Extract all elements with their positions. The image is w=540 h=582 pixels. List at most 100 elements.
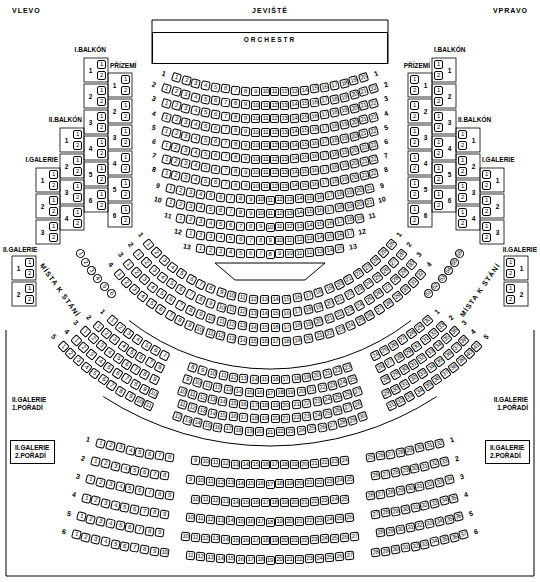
seat-number: 3 bbox=[180, 159, 191, 170]
seat-number: 22 bbox=[295, 555, 304, 564]
seat-number: 16 bbox=[250, 498, 259, 507]
seat-number: 11 bbox=[270, 87, 279, 96]
seat-number: 12 bbox=[220, 459, 230, 469]
seat-number: 14 bbox=[290, 181, 300, 191]
seat-number: 15 bbox=[240, 498, 249, 507]
seat-number: 1 bbox=[73, 156, 82, 165]
seat-number: 6 bbox=[134, 486, 145, 497]
seat-number: 19 bbox=[286, 387, 296, 397]
box-number: 2 bbox=[421, 107, 431, 116]
seat-number: 16 bbox=[310, 125, 320, 135]
seat-number: 13 bbox=[290, 86, 300, 96]
section-name: ORCHESTR bbox=[153, 36, 387, 44]
seat-number: 10 bbox=[180, 531, 190, 541]
seat-number: 12 bbox=[270, 114, 279, 123]
box-number: 2 bbox=[86, 92, 96, 101]
box-number: 3 bbox=[469, 188, 479, 197]
seat-number: 13 bbox=[285, 208, 294, 217]
seat-number: 12 bbox=[171, 411, 182, 422]
seat-number: 20 bbox=[358, 72, 369, 83]
seat-number: 8 bbox=[149, 508, 159, 518]
seat-number: 14 bbox=[290, 140, 300, 150]
box-outline bbox=[36, 194, 60, 218]
seat-number: 7 bbox=[220, 179, 230, 189]
seat-number: 31 bbox=[419, 461, 430, 472]
seat-number: 1 bbox=[434, 164, 443, 173]
seat-number: 10 bbox=[185, 513, 195, 523]
seat-number: 36 bbox=[453, 511, 464, 522]
seat-number: 30 bbox=[390, 544, 400, 554]
seat-number: 2 bbox=[410, 138, 419, 147]
box-outline bbox=[60, 154, 84, 178]
box-outline bbox=[504, 256, 528, 280]
seat-number: 20 bbox=[255, 427, 264, 436]
seat-number: 7 bbox=[220, 125, 230, 135]
seat-number: 7 bbox=[220, 138, 230, 148]
seat-number: 2 bbox=[97, 123, 106, 132]
seat-number: 14 bbox=[290, 154, 300, 164]
seat-number: 14 bbox=[249, 322, 259, 332]
seat-number: 18 bbox=[276, 388, 285, 397]
seat-number: 16 bbox=[240, 536, 249, 545]
seat-number: 12 bbox=[280, 87, 289, 96]
section-label: I.BALKÓN bbox=[434, 46, 465, 54]
seat-number: 3 bbox=[180, 172, 191, 183]
row-number: 4 bbox=[147, 107, 161, 119]
seat-number: 21 bbox=[295, 517, 304, 526]
seat-number: 22 bbox=[317, 382, 328, 393]
seat-number: 26 bbox=[332, 405, 343, 416]
box-outline bbox=[432, 136, 456, 160]
box-number: 2 bbox=[517, 290, 527, 299]
seat-number: 25 bbox=[325, 553, 335, 563]
seat-number: 17 bbox=[255, 517, 264, 526]
seat-number: 15 bbox=[300, 139, 310, 149]
seat-number: 1 bbox=[97, 138, 106, 147]
seat-number: 30 bbox=[414, 443, 425, 454]
seat-number: 7 bbox=[245, 235, 254, 244]
seat-number: 10 bbox=[255, 195, 264, 204]
seat-number: 11 bbox=[216, 316, 227, 327]
seat-number: 2 bbox=[121, 86, 130, 95]
seat-number: 22 bbox=[368, 168, 379, 179]
section-label: I.GALERIE bbox=[482, 156, 515, 164]
seat-number: 14 bbox=[300, 85, 310, 95]
row-number: 6 bbox=[379, 135, 393, 147]
seat-number: 16 bbox=[315, 206, 325, 216]
box-number: 4 bbox=[469, 214, 479, 223]
seat-number: 17 bbox=[320, 123, 330, 133]
seat-number: 24 bbox=[330, 495, 340, 505]
row-number: 4 bbox=[466, 324, 481, 339]
seat-number: 1 bbox=[458, 156, 467, 165]
box-outline bbox=[108, 151, 132, 175]
row-number: 9 bbox=[375, 179, 389, 191]
seat-number: 16 bbox=[239, 400, 249, 410]
seat-number: 12 bbox=[270, 155, 279, 164]
seat-number: 9 bbox=[240, 154, 250, 164]
seat-number: 17 bbox=[320, 178, 330, 188]
seat-number: 14 bbox=[207, 408, 218, 419]
seat-number: 24 bbox=[325, 515, 335, 525]
seat-number: 10 bbox=[190, 494, 200, 504]
seat-number: 13 bbox=[280, 114, 289, 123]
seat-number: 2 bbox=[506, 295, 515, 304]
seat-number: 19 bbox=[303, 319, 314, 330]
seat-number: 4 bbox=[190, 147, 201, 158]
seat-number: 27 bbox=[327, 420, 338, 431]
box-number: 1 bbox=[38, 176, 48, 185]
box-outline bbox=[456, 128, 480, 152]
seat-number: 1 bbox=[73, 182, 82, 191]
box-number: 1 bbox=[110, 81, 120, 90]
seat-number: 5 bbox=[225, 234, 235, 244]
row-number: 3 bbox=[412, 247, 426, 262]
seat-number: 1 bbox=[195, 244, 205, 254]
seat-number: 14 bbox=[305, 220, 315, 230]
seat-number: 23 bbox=[325, 476, 335, 486]
seat-number: 1 bbox=[121, 127, 130, 136]
seat-number: 28 bbox=[375, 528, 385, 538]
row-number: 4 bbox=[459, 489, 473, 501]
seat-number: 33 bbox=[439, 456, 450, 467]
seat-number: 19 bbox=[354, 213, 365, 224]
seat-number: 19 bbox=[270, 536, 279, 545]
seat-number: 9 bbox=[255, 222, 264, 231]
seat-number: 13 bbox=[205, 553, 215, 563]
